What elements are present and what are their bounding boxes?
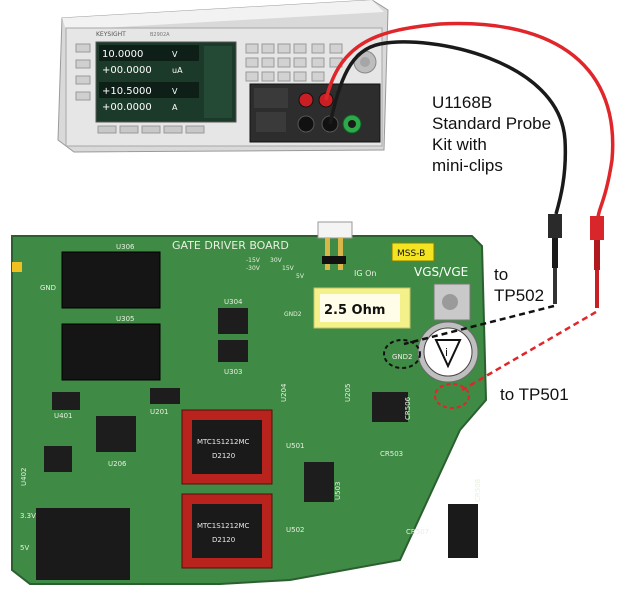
side-button[interactable]	[75, 59, 91, 69]
jumper-header	[317, 221, 353, 239]
component-label: U201	[150, 408, 168, 416]
component-label: U503	[334, 482, 342, 500]
probe-kit-line: U1168B	[432, 93, 493, 112]
pin-header	[36, 508, 130, 580]
source-measure-unit: KEYSIGHT B2902A 10.0000 V +00.0000 uA +1…	[57, 0, 389, 153]
gnd2-top-label: GND2	[284, 311, 302, 318]
reading-2-value: +00.0000	[102, 65, 152, 76]
component-label: U402	[20, 468, 28, 486]
component-label: CR508	[474, 479, 482, 502]
voltage-label: 5V	[20, 544, 29, 552]
transformer-date: D2120	[212, 452, 235, 460]
fiducial	[12, 262, 22, 272]
relay-u305	[61, 323, 161, 381]
ic-u201	[150, 388, 180, 404]
rail-label: -15V	[246, 257, 261, 264]
gnd2-label: GND2	[392, 353, 413, 361]
tp502-callout: to TP502	[494, 264, 544, 306]
softkey[interactable]	[97, 125, 117, 134]
component-label: U502	[286, 526, 304, 534]
black-terminal[interactable]	[297, 115, 315, 133]
tp501-highlight	[434, 383, 470, 409]
ic-u304	[218, 308, 248, 334]
ig-on-label: IG On	[354, 269, 376, 278]
red-terminal[interactable]	[298, 92, 314, 108]
component-label: CR503	[380, 450, 403, 458]
gnd2-highlight	[383, 339, 421, 369]
softkey[interactable]	[185, 125, 205, 134]
red-mini-clip	[590, 216, 604, 308]
component-label: U206	[108, 460, 127, 468]
softkey[interactable]	[163, 125, 183, 134]
probe-kit-callout: U1168B Standard Probe Kit with mini-clip…	[432, 92, 551, 176]
rail-label: 15V	[282, 265, 295, 272]
transformer-date: D2120	[212, 536, 235, 544]
rail-label: -30V	[246, 265, 261, 272]
connector-cr508	[448, 504, 478, 558]
black-test-lead	[328, 40, 568, 215]
black-mini-clip	[548, 214, 562, 304]
rail-label: 30V	[270, 257, 283, 264]
red-connection-line	[461, 310, 597, 392]
softkey[interactable]	[119, 125, 139, 134]
reading-4-unit: A	[172, 103, 178, 112]
component-label: U204	[280, 383, 288, 402]
side-button[interactable]	[75, 75, 91, 85]
probe-kit-line: Standard Probe	[432, 114, 552, 133]
warning-triangle-icon	[434, 339, 462, 369]
transformer-part: MTC1S1212MC	[197, 522, 250, 530]
red-test-lead	[324, 21, 615, 219]
component-label: U306	[116, 243, 135, 251]
component-label: CR507	[406, 528, 429, 536]
tp502-line: to	[494, 265, 509, 284]
reading-3-unit: V	[172, 87, 178, 96]
relay-u306	[61, 251, 161, 309]
side-button[interactable]	[75, 91, 91, 101]
power-button[interactable]	[75, 43, 91, 53]
ic-u402	[44, 446, 72, 472]
info-icon: i	[445, 346, 448, 359]
component-label: U303	[224, 368, 242, 376]
reading-3-value: +10.5000	[102, 86, 152, 97]
resistor-tag: 2.5 Ohm	[324, 303, 385, 318]
component-label: CR506	[404, 396, 412, 420]
component-label: U501	[286, 442, 304, 450]
voltage-label: 3.3V	[20, 512, 36, 520]
rail-label: 5V	[296, 273, 305, 280]
tp501-callout: to TP501	[500, 385, 569, 404]
gate-driver-board: GATE DRIVER BOARD MSS-B IG On -15V -30V …	[11, 221, 488, 585]
board-title: GATE DRIVER BOARD	[172, 239, 289, 252]
gnd-label: GND	[40, 284, 56, 292]
ic-u503	[304, 462, 334, 502]
softkey[interactable]	[141, 125, 161, 134]
reading-1-unit: V	[172, 50, 178, 59]
vgs-label: VGS/VGE	[414, 265, 468, 279]
component-label: U304	[224, 298, 243, 306]
reading-1-value: 10.0000	[102, 49, 143, 60]
component-label: U401	[54, 412, 72, 420]
probe-kit-line: mini-clips	[432, 156, 503, 175]
module-label: MSS-B	[397, 249, 425, 259]
component-label: U205	[344, 384, 352, 402]
black-connection-line	[403, 304, 555, 346]
keypad[interactable]	[245, 43, 343, 82]
mosfet	[372, 392, 408, 422]
reading-4-value: +00.0000	[102, 102, 152, 113]
component-label: U305	[116, 315, 134, 323]
reading-2-unit: uA	[172, 66, 183, 75]
ic-u401	[52, 392, 80, 410]
ic-u303	[218, 340, 248, 362]
module-label-tag	[391, 242, 435, 262]
probe-kit-line: Kit with	[432, 135, 487, 154]
transformer-part: MTC1S1212MC	[197, 438, 250, 446]
ic-u206	[96, 416, 136, 452]
instrument-model: B2902A	[150, 32, 170, 38]
instrument-brand: KEYSIGHT	[96, 31, 126, 38]
tp502-line: TP502	[494, 286, 545, 305]
